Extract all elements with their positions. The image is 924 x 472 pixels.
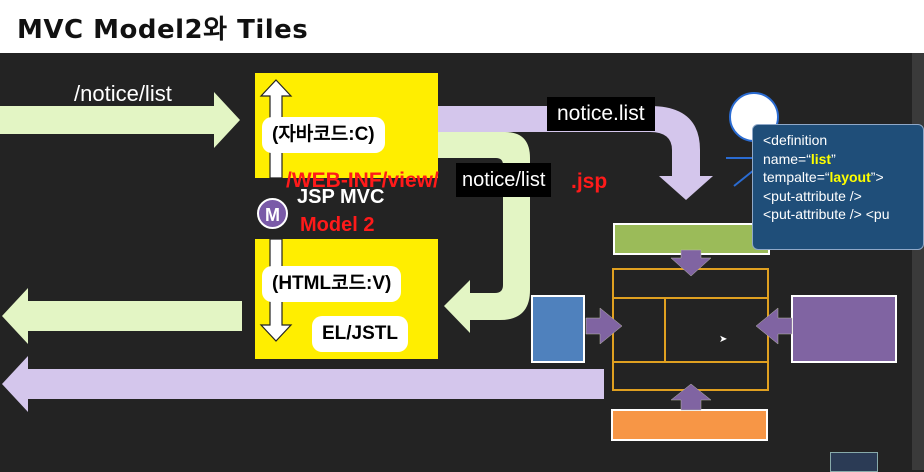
el-jstl-label: EL/JSTL [312, 316, 409, 352]
definition-line-put2: <put-attribute /> <pu [763, 206, 890, 222]
definition-line-open: <definition [763, 132, 828, 148]
jsp-mvc-label: JSP MVC [297, 186, 385, 208]
tiles-aside-block [531, 295, 585, 363]
definition-line-template: tempalte=“layout”> [763, 169, 884, 185]
view-path-prefix: /WEB-INF/view/ [286, 169, 439, 192]
model-badge: M [257, 198, 288, 229]
header-insert-arrow [670, 249, 712, 277]
tiles-body-block [791, 295, 897, 363]
body-insert-arrow [755, 307, 793, 345]
footer-insert-arrow [670, 383, 712, 411]
tiles-layout-grid [612, 268, 769, 391]
slide-title: MVC Model2와 Tiles [17, 15, 309, 45]
view-path-suffix: .jsp [571, 170, 608, 193]
request-url-label: /notice/list [74, 81, 172, 106]
model2-label: Model 2 [300, 214, 375, 236]
tiles-response-arrow [2, 356, 604, 412]
controller-label: (자바코드:C) [262, 117, 385, 153]
aside-insert-arrow [585, 307, 623, 345]
definition-line-put1: <put-attribute /> [763, 187, 862, 204]
tiles-header-block [613, 223, 770, 255]
mouse-cursor-icon: ➤ [719, 334, 728, 345]
tiles-definition-box: <definition name=“list” tempalte=“layout… [752, 124, 924, 250]
taskbar-window-icon[interactable] [830, 452, 878, 472]
view-path-middle: notice/list [456, 163, 552, 197]
request-arrow [0, 92, 240, 148]
notice-list-label: notice.list [547, 97, 655, 131]
definition-line-name: name=“list” [763, 150, 836, 167]
slide-title-bar: MVC Model2와 Tiles [0, 0, 924, 53]
view-label: (HTML코드:V) [262, 266, 402, 302]
tiles-footer-block [611, 409, 768, 441]
response-arrow [2, 288, 242, 344]
